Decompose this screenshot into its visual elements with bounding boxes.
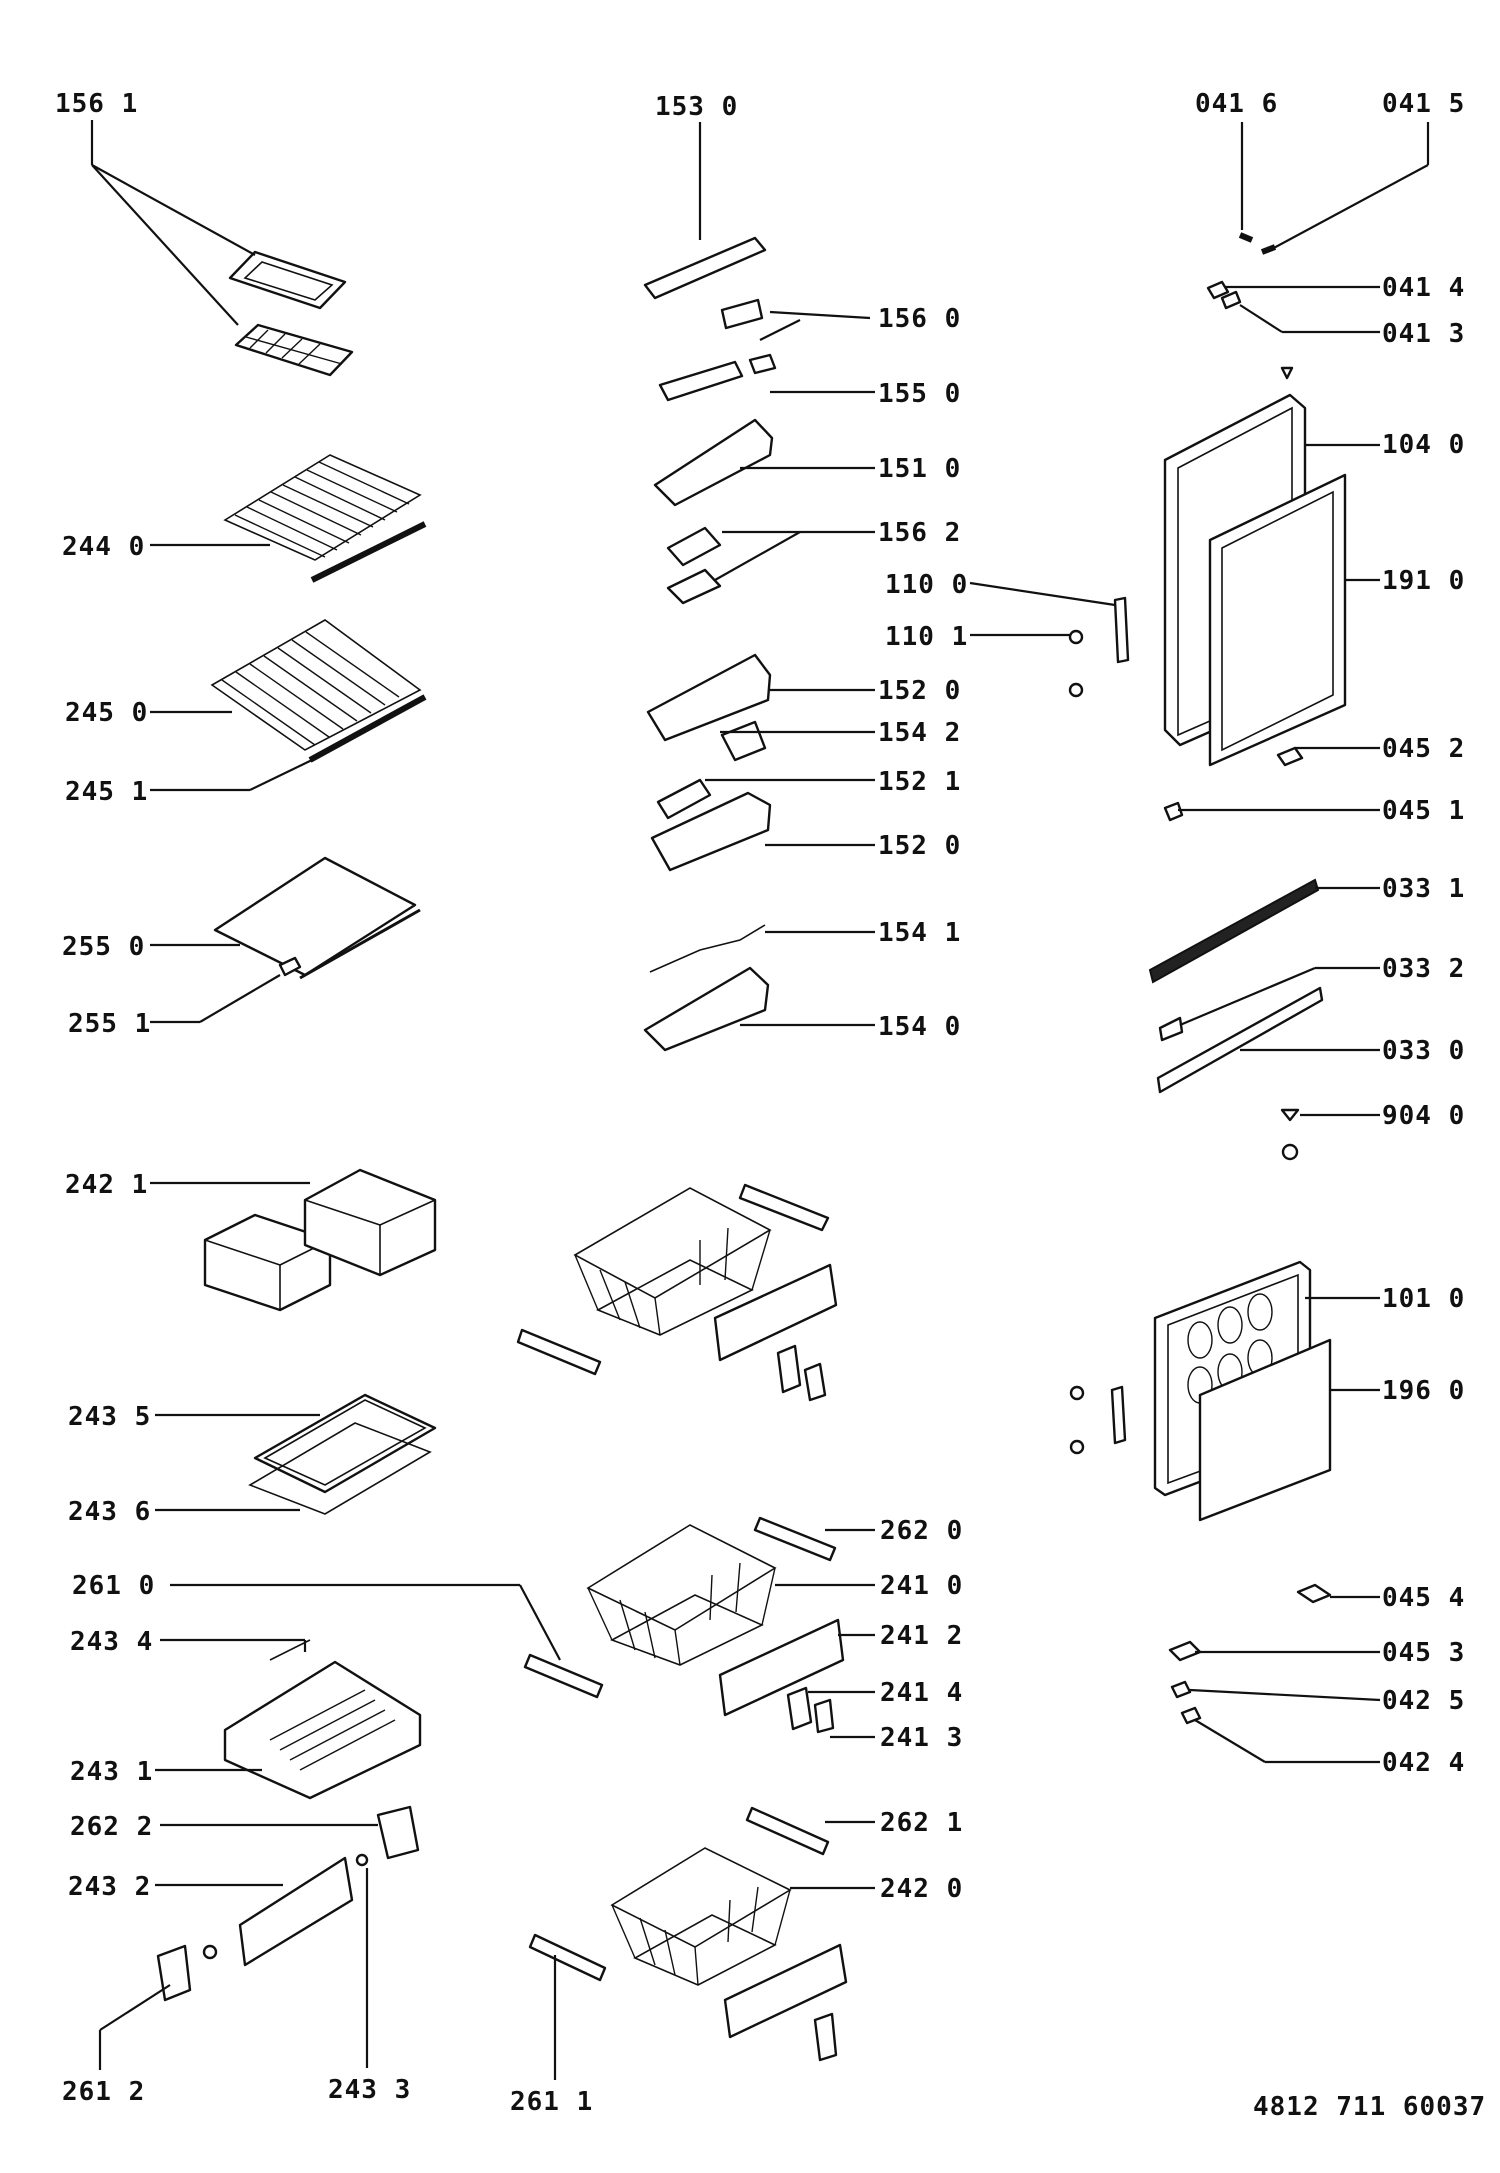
wire-shelf-2-drawing <box>210 619 427 763</box>
label-156-0: 156 0 <box>878 304 961 334</box>
label-262-2: 262 2 <box>70 1812 153 1842</box>
label-904-0: 904 0 <box>1382 1101 1465 1131</box>
label-110-0: 110 0 <box>885 570 968 600</box>
label-042-5: 042 5 <box>1382 1686 1465 1716</box>
label-041-4: 041 4 <box>1382 273 1465 303</box>
label-156-1: 156 1 <box>55 89 138 119</box>
label-152-0-b: 152 0 <box>878 831 961 861</box>
label-104-0: 104 0 <box>1382 430 1465 460</box>
label-151-0: 151 0 <box>878 454 961 484</box>
wire-basket-1-drawing <box>516 1183 838 1402</box>
label-041-6: 041 6 <box>1195 89 1278 119</box>
leader-lines <box>90 120 1430 2080</box>
label-153-0: 153 0 <box>655 92 738 122</box>
label-245-0: 245 0 <box>65 698 148 728</box>
crisper-drawers-drawing <box>203 1168 437 1312</box>
label-244-0: 244 0 <box>62 532 145 562</box>
door-bins-drawing <box>643 236 777 1052</box>
ice-tray-frame-drawing <box>228 250 354 377</box>
label-156-2: 156 2 <box>878 518 961 548</box>
label-255-0: 255 0 <box>62 932 145 962</box>
label-243-4: 243 4 <box>70 1627 153 1657</box>
label-262-1: 262 1 <box>880 1808 963 1838</box>
wire-basket-2-drawing <box>523 1516 845 1734</box>
label-243-5: 243 5 <box>68 1402 151 1432</box>
label-242-1: 242 1 <box>65 1170 148 1200</box>
label-033-0: 033 0 <box>1382 1036 1465 1066</box>
freezer-drawer-drawing <box>223 1639 422 1800</box>
label-245-1: 245 1 <box>65 777 148 807</box>
label-045-3: 045 3 <box>1382 1638 1465 1668</box>
label-041-3: 041 3 <box>1382 319 1465 349</box>
fridge-door-drawing <box>1068 393 1347 822</box>
label-255-1: 255 1 <box>68 1009 151 1039</box>
label-241-0: 241 0 <box>880 1571 963 1601</box>
label-045-4: 045 4 <box>1382 1583 1465 1613</box>
document-number: 4812 711 60037 <box>1253 2092 1486 2122</box>
glass-shelf-drawing <box>213 856 421 980</box>
wire-shelf-drawing <box>223 454 427 583</box>
label-261-0: 261 0 <box>72 1571 155 1601</box>
freezer-door-drawing <box>1069 1260 1332 1522</box>
label-042-4: 042 4 <box>1382 1748 1465 1778</box>
label-154-1: 154 1 <box>878 918 961 948</box>
label-241-2: 241 2 <box>880 1621 963 1651</box>
label-045-2: 045 2 <box>1382 734 1465 764</box>
label-041-5: 041 5 <box>1382 89 1465 119</box>
label-152-0-a: 152 0 <box>878 676 961 706</box>
label-261-1: 261 1 <box>510 2087 593 2117</box>
bottom-hinge-parts-drawing <box>1168 1583 1332 1725</box>
label-241-3: 241 3 <box>880 1723 963 1753</box>
hinge-parts-drawing <box>1148 878 1324 1161</box>
label-243-6: 243 6 <box>68 1497 151 1527</box>
label-033-1: 033 1 <box>1382 874 1465 904</box>
label-154-0: 154 0 <box>878 1012 961 1042</box>
wire-basket-3-drawing <box>528 1806 848 2062</box>
label-152-1: 152 1 <box>878 767 961 797</box>
tray-glass-drawing <box>248 1393 437 1515</box>
label-154-2: 154 2 <box>878 718 961 748</box>
label-262-0: 262 0 <box>880 1516 963 1546</box>
label-101-0: 101 0 <box>1382 1284 1465 1314</box>
label-045-1: 045 1 <box>1382 796 1465 826</box>
label-261-2: 261 2 <box>62 2077 145 2107</box>
label-241-4: 241 4 <box>880 1678 963 1708</box>
label-242-0: 242 0 <box>880 1874 963 1904</box>
label-155-0: 155 0 <box>878 379 961 409</box>
label-243-3: 243 3 <box>328 2075 411 2105</box>
top-hinge-parts-drawing <box>1206 232 1294 380</box>
small-parts-left-drawing <box>156 1805 420 2002</box>
label-191-0: 191 0 <box>1382 566 1465 596</box>
label-243-2: 243 2 <box>68 1872 151 1902</box>
label-033-2: 033 2 <box>1382 954 1465 984</box>
part-labels: 156 1 153 0 041 6 041 5 041 4 041 3 156 … <box>55 89 1486 2122</box>
label-110-1: 110 1 <box>885 622 968 652</box>
label-243-1: 243 1 <box>70 1757 153 1787</box>
label-196-0: 196 0 <box>1382 1376 1465 1406</box>
